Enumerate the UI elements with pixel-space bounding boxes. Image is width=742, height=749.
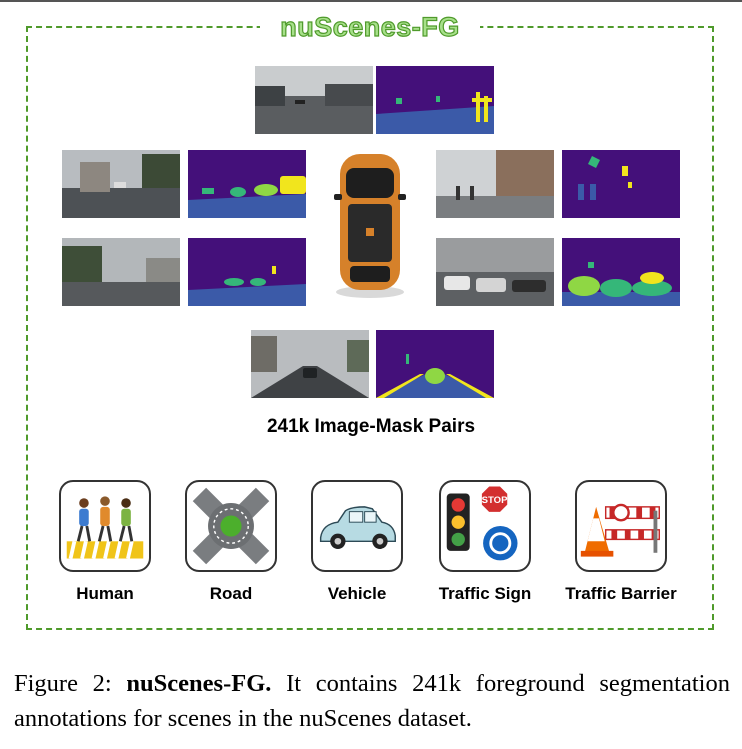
category-label-traffic-barrier: Traffic Barrier [565,584,677,603]
roundabout-icon [185,480,277,572]
mask-image-back [376,330,494,398]
camera-image-back [251,330,369,398]
camera-image-front [255,66,373,134]
camera-image-front-right [436,150,554,218]
mask-image-front [376,66,494,134]
caption-text: It contains 241k foreground segmentation… [14,670,730,732]
figure-caption: Figure 2: nuScenes-FG. It contains 241k … [14,666,730,736]
car-icon [311,480,403,572]
svg-text:STOP: STOP [482,495,508,506]
camera-image-back-left [62,238,180,306]
mask-image-front-left [188,150,306,218]
caption-bold-title: nuScenes-FG. [126,670,272,697]
traffic-sign-icon: STOP [439,480,531,572]
human-crossing-icon [59,480,151,572]
mask-image-front-right [562,150,680,218]
traffic-barrier-icon [575,480,667,572]
category-label-human: Human [76,584,134,603]
mask-image-back-left [188,238,306,306]
camera-image-front-left [62,150,180,218]
category-label-road: Road [209,584,253,603]
pairs-count-label: 241k Image-Mask Pairs [266,416,476,437]
mask-image-back-right [562,238,680,306]
category-label-traffic-sign: Traffic Sign [438,584,532,603]
camera-image-back-right [436,238,554,306]
top-rule [0,0,742,2]
figure-title: nuScenes-FG [260,10,480,44]
category-label-vehicle: Vehicle [327,584,387,603]
car-top-view-icon [330,150,410,300]
caption-prefix: Figure 2: [14,670,127,697]
